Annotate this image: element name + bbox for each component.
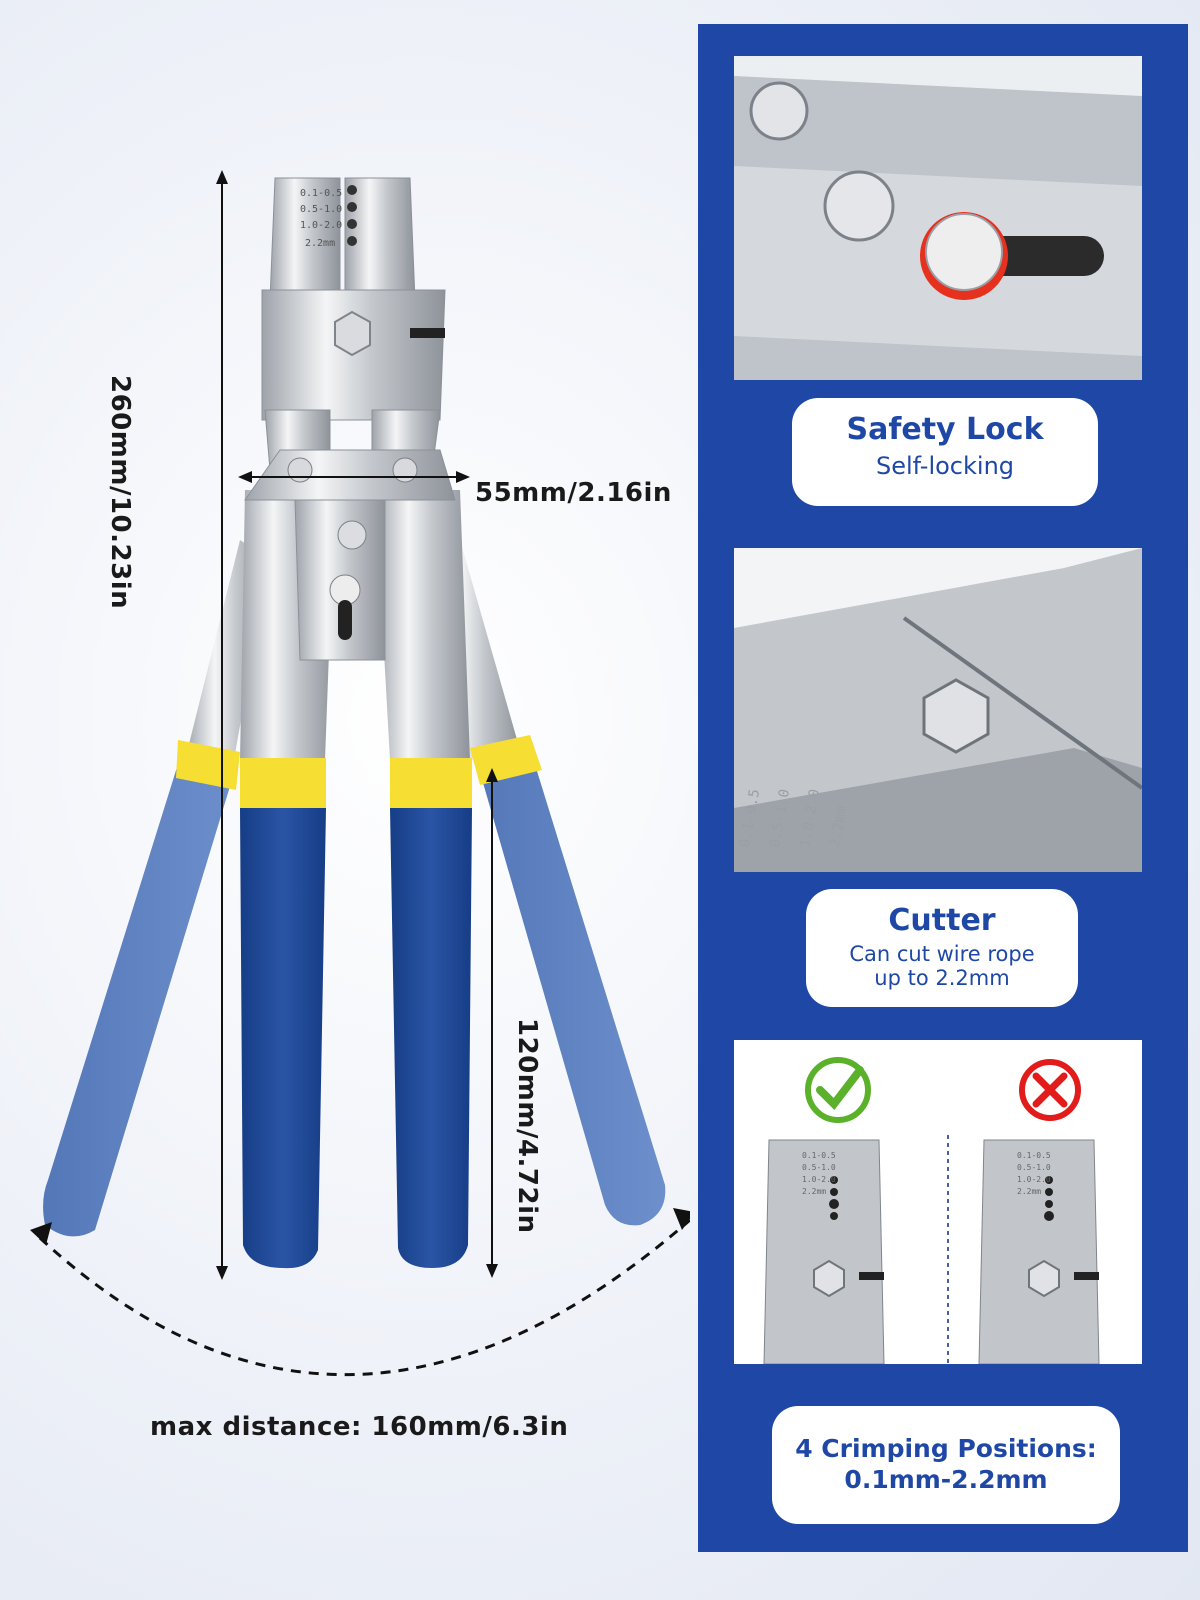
crimping-positions-title-line1: 4 Crimping Positions: xyxy=(795,1434,1097,1463)
crimping-tool-illustration: 0.1-0.5 0.5-1.0 1.0-2.0 2.2mm xyxy=(30,170,690,1377)
crimping-comparison-photo: 0.1-0.5 0.5-1.0 1.0-2.0 2.2mm 0.1-0.5 0.… xyxy=(734,1040,1142,1364)
marking: 1.0-2.0 xyxy=(802,1175,836,1184)
marking: 2.2mm xyxy=(1017,1187,1041,1196)
marking: 0.5-1.0 xyxy=(802,1163,836,1172)
cutter-card: Cutter Can cut wire rope up to 2.2mm xyxy=(806,889,1078,1007)
svg-text:2.2mm: 2.2mm xyxy=(827,804,850,848)
cross-icon xyxy=(1019,1059,1081,1121)
safety-lock-card: Safety Lock Self-locking xyxy=(792,398,1098,506)
safety-lock-subtitle: Self-locking xyxy=(875,452,1015,480)
tool-head: 0.1-0.5 0.5-1.0 1.0-2.0 2.2mm xyxy=(244,177,456,661)
jaw-marking: 2.2mm xyxy=(305,238,335,249)
marking: 0.1-0.5 xyxy=(1017,1151,1051,1160)
crimping-positions-title-line2: 0.1mm-2.2mm xyxy=(844,1465,1048,1494)
jaw-marking: 1.0-2.0 xyxy=(300,220,342,231)
marking: 0.5-1.0 xyxy=(1017,1163,1051,1172)
jaw-marking: 0.1-0.5 xyxy=(300,188,342,199)
width-dimension-label: 55mm/2.16in xyxy=(475,478,672,508)
handle-length-label: 120mm/4.72in xyxy=(512,1018,542,1234)
check-icon xyxy=(805,1057,871,1123)
cutter-subtitle-line1: Can cut wire rope xyxy=(849,942,1035,966)
max-distance-label: max distance: 160mm/6.3in xyxy=(150,1412,569,1442)
dimension-lines xyxy=(30,170,690,1377)
marking: 1.0-2.0 xyxy=(1017,1175,1051,1184)
closed-handle-right xyxy=(375,490,472,1268)
height-dimension-label: 260mm/10.23in xyxy=(105,375,135,610)
cutter-title: Cutter xyxy=(888,903,996,938)
open-handle-left xyxy=(43,540,270,1237)
cutter-photo: 0.1-0.5 0.5-1.0 1.0-2.0 2.2mm xyxy=(734,548,1142,872)
safety-lock-photo xyxy=(734,56,1142,380)
marking: 0.1-0.5 xyxy=(802,1151,836,1160)
cutter-subtitle-line2: up to 2.2mm xyxy=(874,966,1010,990)
jaw-marking: 0.5-1.0 xyxy=(300,204,342,215)
safety-lock-title: Safety Lock xyxy=(846,412,1044,447)
marking: 2.2mm xyxy=(802,1187,826,1196)
crimping-positions-card: 4 Crimping Positions: 0.1mm-2.2mm xyxy=(772,1406,1120,1524)
